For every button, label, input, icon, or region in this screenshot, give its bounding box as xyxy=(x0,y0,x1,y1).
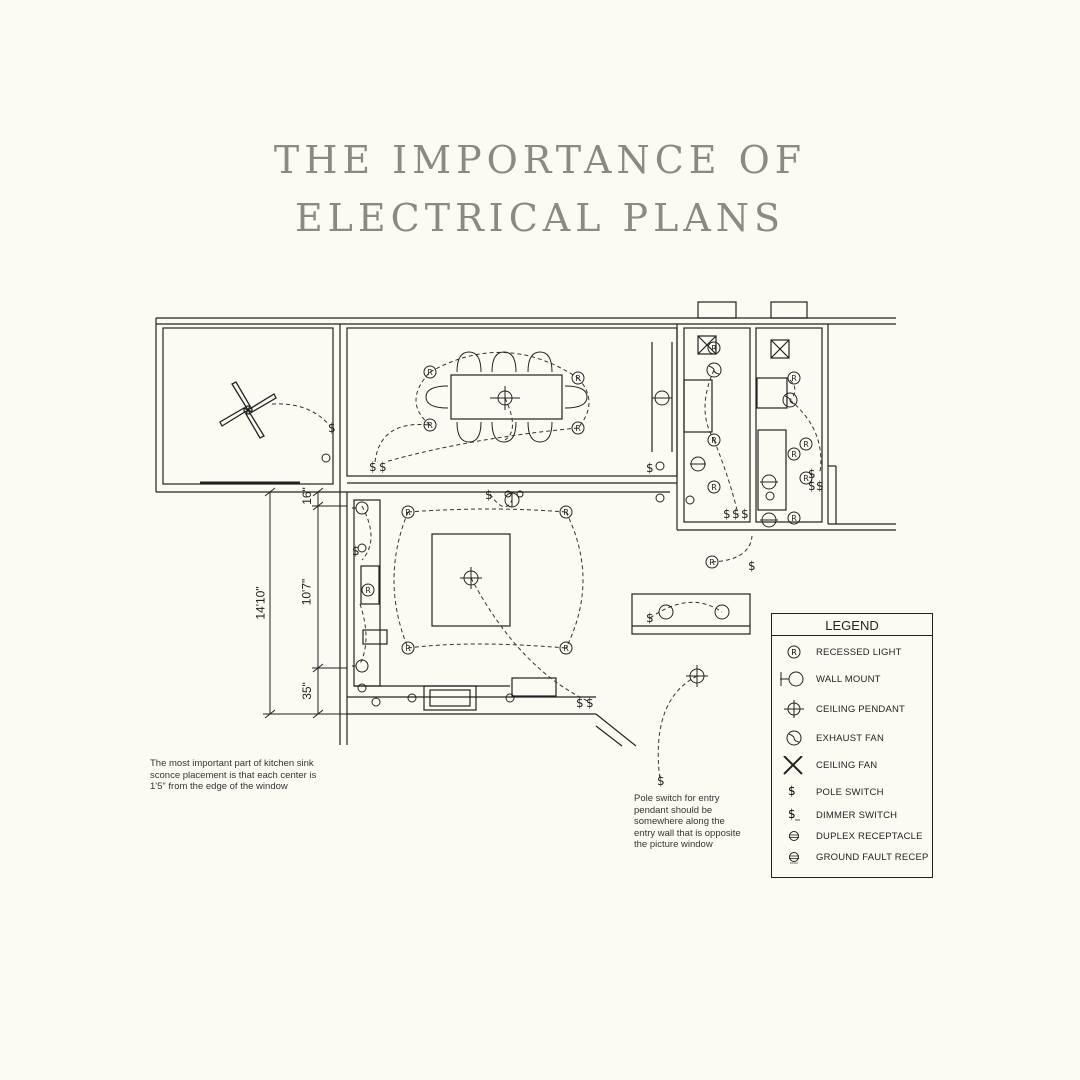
svg-text:R: R xyxy=(365,586,371,595)
ceiling-fan-icon xyxy=(219,381,277,439)
legend-title: LEGEND xyxy=(772,614,932,636)
svg-text:R: R xyxy=(563,508,569,517)
receptacles xyxy=(321,453,775,707)
svg-text:$: $ xyxy=(657,774,665,788)
svg-text:$: $ xyxy=(646,611,654,625)
dimension-16in: 16" xyxy=(299,487,314,505)
svg-text:R: R xyxy=(791,374,797,383)
dimension-10ft7in: 10'7" xyxy=(299,578,314,606)
svg-text:R: R xyxy=(711,436,717,445)
svg-text:$: $ xyxy=(816,479,824,493)
legend-item-pole-switch: $ POLE SWITCH xyxy=(772,783,932,803)
svg-text:$: $ xyxy=(788,784,796,798)
svg-text:$: $ xyxy=(485,488,493,502)
svg-text:R: R xyxy=(803,440,809,449)
svg-text:$: $ xyxy=(586,696,594,710)
legend-item-ceiling-fan: CEILING FAN xyxy=(772,756,932,776)
pole-switch-icon: $ xyxy=(788,784,796,798)
svg-text:$: $ xyxy=(379,460,387,474)
svg-text:$: $ xyxy=(808,479,816,493)
svg-text:$: $ xyxy=(328,421,336,435)
pendant-lights xyxy=(352,362,798,687)
legend-item-ground-fault-recep: GROUND FAULT RECEP xyxy=(772,848,932,868)
note-sink-sconce: The most important part of kitchen sink … xyxy=(150,758,317,792)
svg-text:R: R xyxy=(791,648,797,657)
dining-chairs xyxy=(425,351,588,443)
duplex-receptacle-icon xyxy=(789,831,799,841)
switches: $ $ $ $ $ $ $ $ $ $ $ $ $ $ $ $ $ xyxy=(328,421,824,788)
svg-text:R: R xyxy=(791,514,797,523)
note-pole-switch: Pole switch for entry pendant should be … xyxy=(634,793,741,850)
legend-item-ceiling-pendant: CEILING PENDANT xyxy=(772,700,932,720)
dimension-14ft10in: 14'10" xyxy=(253,586,268,620)
title-line-1: THE IMPORTANCE OF xyxy=(273,138,807,182)
legend-item-exhaust-fan: EXHAUST FAN xyxy=(772,729,932,749)
svg-text:$: $ xyxy=(646,461,654,475)
ceiling-fan-icon xyxy=(783,756,803,775)
recessed-light-icon: R xyxy=(787,645,801,659)
svg-text:R: R xyxy=(405,644,411,653)
legend: LEGEND R RECESSED LIGHT WALL MOUNT CEILI… xyxy=(771,613,933,878)
svg-text:R: R xyxy=(563,644,569,653)
legend-item-duplex-receptacle: DUPLEX RECEPTACLE xyxy=(772,827,932,847)
svg-text:R: R xyxy=(427,368,433,377)
svg-text:$: $ xyxy=(352,544,360,558)
dimension-lines xyxy=(263,487,347,719)
legend-item-dimmer-switch: $ DIMMER SWITCH xyxy=(772,806,932,826)
svg-text:$: $ xyxy=(741,507,749,521)
svg-text:R: R xyxy=(803,474,809,483)
svg-text:$: $ xyxy=(732,507,740,521)
dimmer-switch-icon: $ xyxy=(788,807,800,821)
dimension-35in: 35" xyxy=(299,682,314,700)
svg-text:$: $ xyxy=(369,460,377,474)
svg-text:R: R xyxy=(711,483,717,492)
circuit-lines xyxy=(271,351,822,781)
ceiling-pendant-icon xyxy=(784,700,804,718)
svg-text:$: $ xyxy=(788,807,796,821)
ground-fault-recep-icon xyxy=(789,852,799,864)
svg-text:R: R xyxy=(711,344,717,353)
svg-text:R: R xyxy=(575,424,581,433)
recessed-lights: R R R R R R R R R R R R R R R R R R xyxy=(361,341,813,655)
svg-text:$: $ xyxy=(808,467,816,481)
legend-item-wall-mount: WALL MOUNT xyxy=(772,670,932,690)
svg-text:$: $ xyxy=(576,696,584,710)
svg-text:$: $ xyxy=(723,507,731,521)
exhaust-fan-icon xyxy=(786,730,802,746)
svg-text:$: $ xyxy=(748,559,756,573)
title-line-2: ELECTRICAL PLANS xyxy=(294,196,786,240)
svg-text:R: R xyxy=(575,374,581,383)
wall-mount-icon xyxy=(780,671,804,687)
svg-text:R: R xyxy=(405,508,411,517)
legend-item-recessed-light: R RECESSED LIGHT xyxy=(772,643,932,663)
svg-text:R: R xyxy=(791,450,797,459)
svg-text:R: R xyxy=(427,421,433,430)
svg-text:R: R xyxy=(709,558,715,567)
